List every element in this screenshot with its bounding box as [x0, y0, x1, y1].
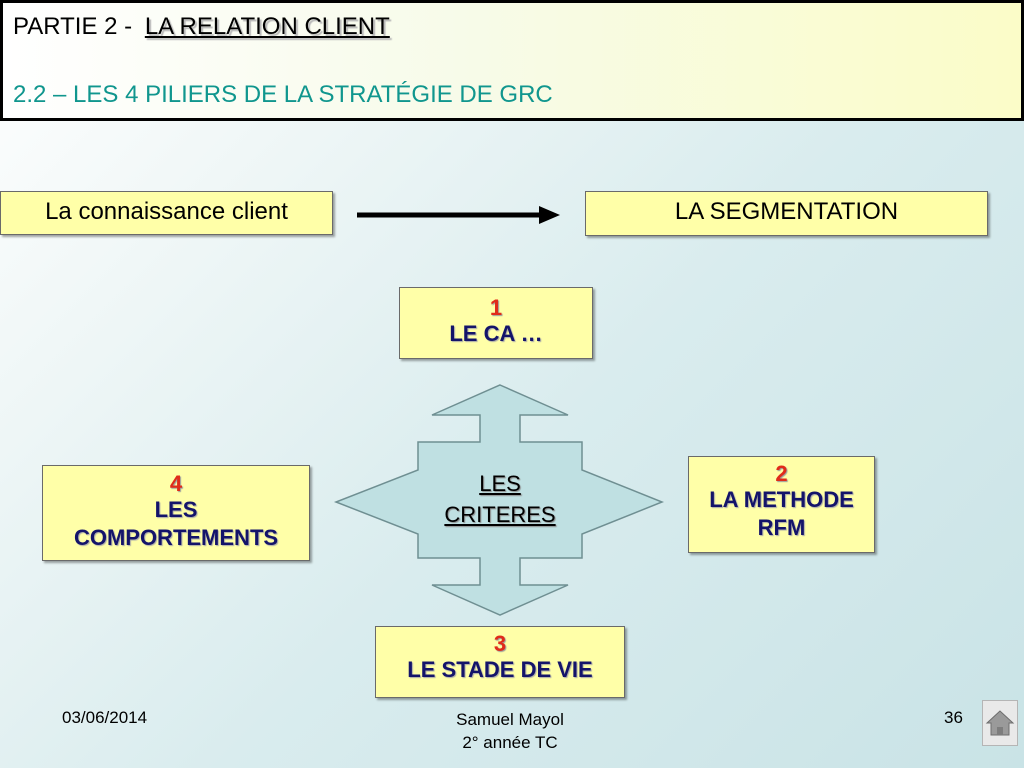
segmentation-box: LA SEGMENTATION [585, 191, 988, 236]
pillar-1-label: LE CA … [449, 321, 543, 346]
pillar-4-box: 4 LES COMPORTEMENTS [42, 465, 310, 561]
pillar-3-box: 3 LE STADE DE VIE [375, 626, 625, 698]
part-title: LA RELATION CLIENT [144, 13, 390, 40]
pillar-1-box: 1 LE CA … [399, 287, 593, 359]
pillar-2-box: 2 LA METHODE RFM [688, 456, 875, 553]
home-icon [985, 710, 1015, 736]
connaissance-client-label: La connaissance client [45, 198, 288, 225]
footer-date: 03/06/2014 [62, 708, 148, 727]
author-name: Samuel Mayol [456, 710, 564, 729]
pillar-3-number: 3 [493, 631, 507, 656]
pillar-4-number: 4 [169, 471, 183, 496]
page-number: 36 [944, 708, 963, 727]
pillar-2-label-line2: RFM [757, 515, 806, 540]
pillar-1-number: 1 [489, 295, 503, 320]
footer-author: Samuel Mayol 2° année TC [400, 708, 620, 754]
header-part: PARTIE 2 - LA RELATION CLIENT [13, 13, 390, 41]
slide-subtitle: 2.2 – LES 4 PILIERS DE LA STRATÉGIE DE G… [13, 81, 553, 108]
author-class: 2° année TC [462, 733, 558, 752]
part-label: PARTIE 2 - [13, 13, 133, 40]
pillar-4-label-line1: LES [154, 497, 198, 522]
pillar-4-label-line2: COMPORTEMENTS [73, 525, 279, 550]
arrow-right-icon [357, 206, 560, 224]
criteres-label: LES CRITERES [444, 471, 556, 527]
home-button[interactable] [982, 700, 1018, 746]
pillar-2-label-line1: LA METHODE [709, 487, 854, 512]
segmentation-label: LA SEGMENTATION [674, 198, 899, 225]
connaissance-client-box: La connaissance client [0, 191, 333, 235]
pillar-3-label: LE STADE DE VIE [407, 657, 593, 682]
slide-header: PARTIE 2 - LA RELATION CLIENT 2.2 – LES … [0, 0, 1024, 121]
four-way-arrow-icon [333, 384, 665, 616]
pillar-2-number: 2 [775, 461, 788, 486]
